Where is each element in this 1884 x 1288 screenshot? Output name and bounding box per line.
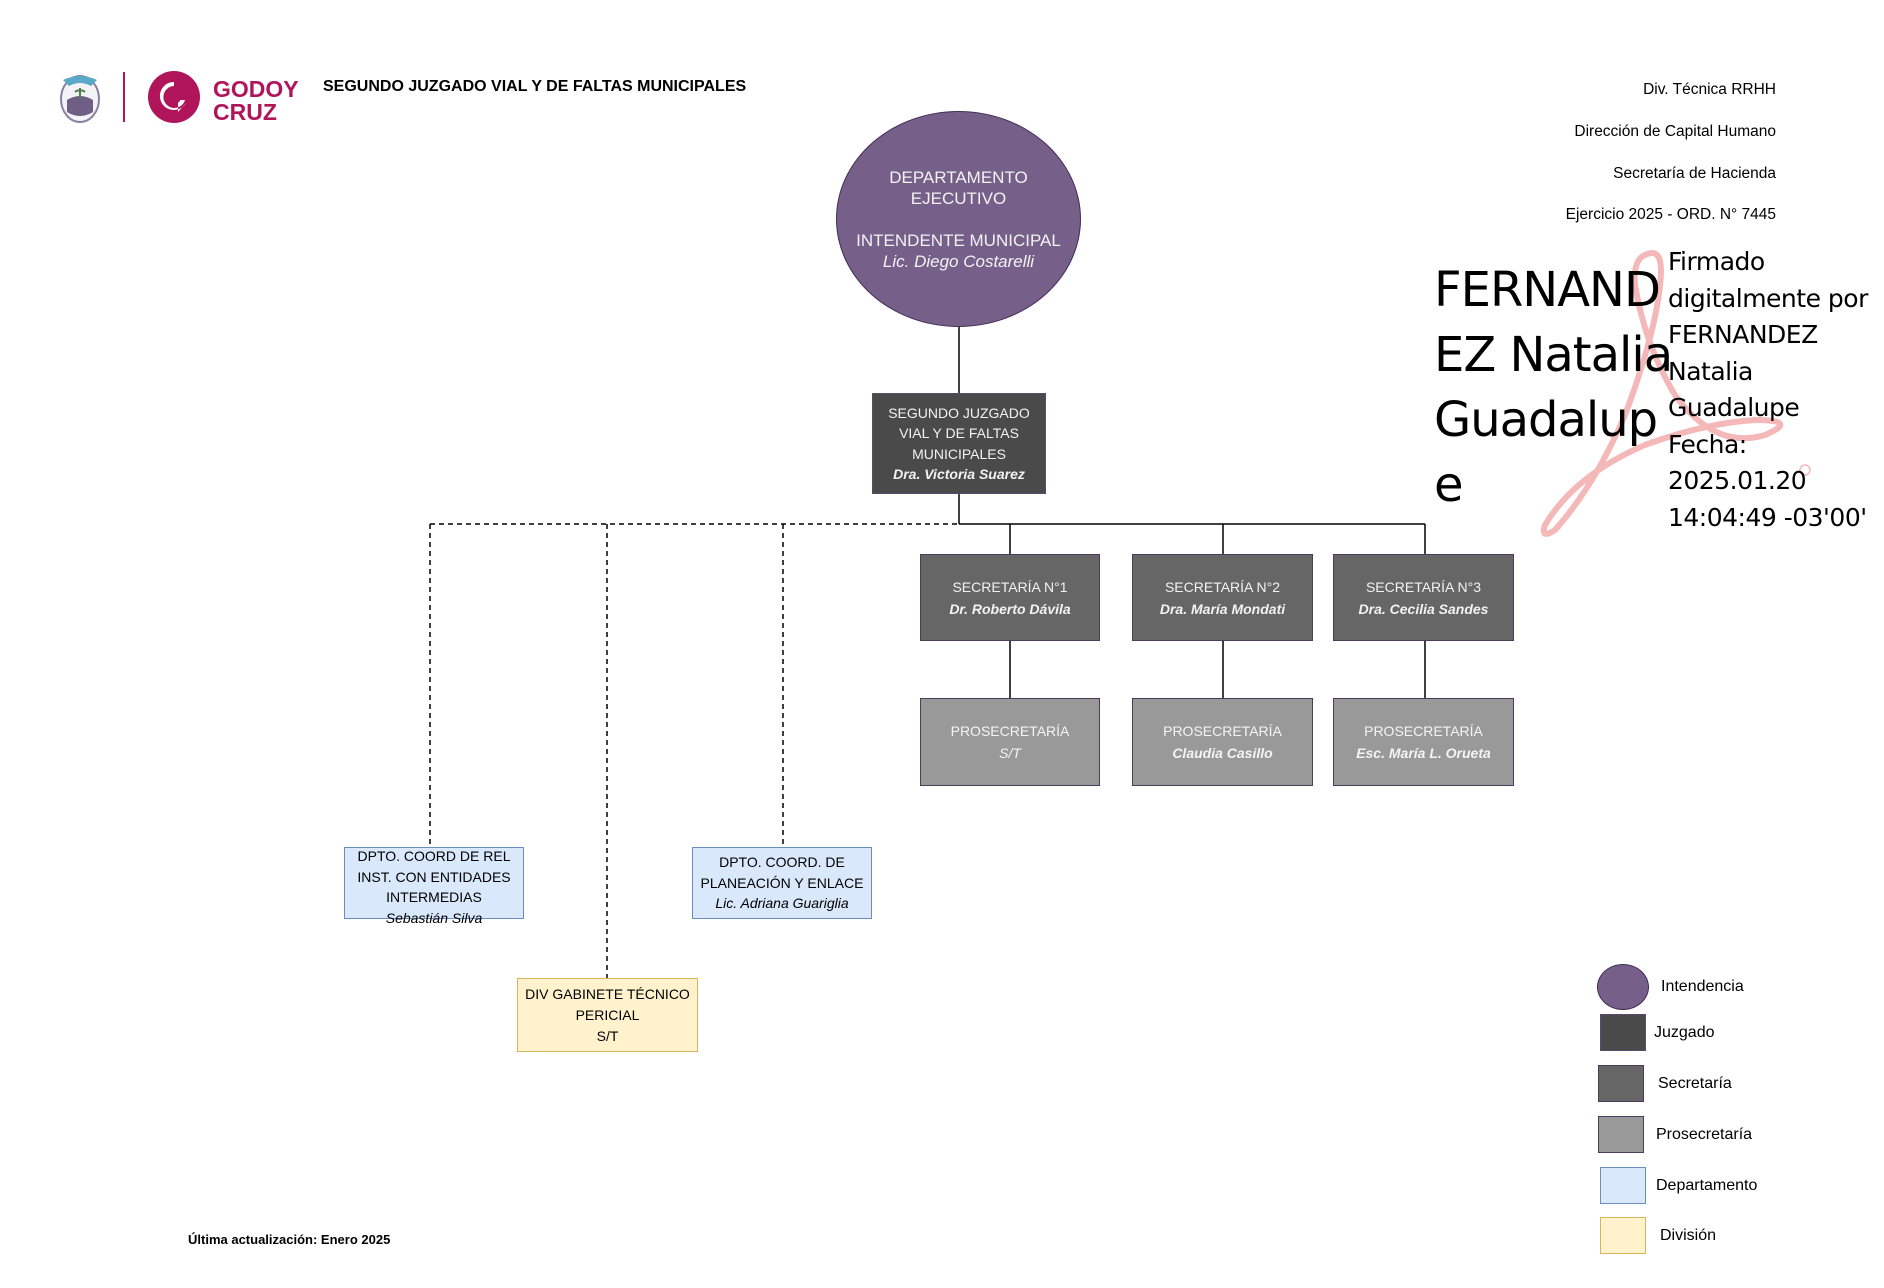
node-division-name: S/T bbox=[596, 1027, 619, 1044]
node-juzgado-line2: VIAL Y DE FALTAS bbox=[899, 425, 1019, 441]
legend-label: División bbox=[1660, 1226, 1717, 1244]
node-intendencia: DEPARTAMENTO EJECUTIVO INTENDENTE MUNICI… bbox=[836, 111, 1081, 327]
legend-label: Prosecretaría bbox=[1656, 1125, 1753, 1143]
legend-label: Departamento bbox=[1656, 1176, 1758, 1194]
node-departamento-line: DPTO. COORD. DE bbox=[719, 854, 845, 871]
signature-big-line: e bbox=[1434, 457, 1464, 513]
header-ejercicio: Ejercicio 2025 - ORD. N° 7445 bbox=[1565, 206, 1776, 223]
header-div-tecnica: Div. Técnica RRHH bbox=[1643, 81, 1776, 98]
signature-big-line: Guadalup bbox=[1434, 392, 1658, 448]
node-departamento-line: INST. CON ENTIDADES bbox=[357, 868, 511, 885]
node-secretaria-name: Dra. María Mondati bbox=[1159, 600, 1286, 617]
legend-item-secretaria: Secretaría bbox=[1598, 1065, 1732, 1102]
node-secretaria-name: Dr. Roberto Dávila bbox=[949, 600, 1071, 617]
node-prosecretaria-1: PROSECRETARÍA S/T bbox=[920, 698, 1100, 786]
logo-divider bbox=[123, 72, 125, 122]
brand-name-line1: GODOY bbox=[213, 76, 299, 102]
node-intendencia-line3: INTENDENTE MUNICIPAL bbox=[856, 230, 1061, 250]
node-intendencia-line1: DEPARTAMENTO bbox=[889, 167, 1028, 187]
node-secretaria-3: SECRETARÍA N°3 Dra. Cecilia Sandes bbox=[1333, 554, 1514, 641]
brand-name-line2: CRUZ bbox=[213, 99, 277, 125]
signature-detail-line: 2025.01.20 bbox=[1668, 466, 1807, 495]
legend-item-departamento: Departamento bbox=[1600, 1167, 1757, 1204]
node-division-line: PERICIAL bbox=[575, 1006, 640, 1023]
node-division: DIV GABINETE TÉCNICO PERICIAL S/T bbox=[517, 978, 698, 1052]
legend-item-juzgado: Juzgado bbox=[1600, 1014, 1715, 1051]
node-secretaria-2: SECRETARÍA N°2 Dra. María Mondati bbox=[1132, 554, 1313, 641]
node-prosecretaria-name: Claudia Casillo bbox=[1172, 745, 1273, 761]
node-prosecretaria-title: PROSECRETARÍA bbox=[950, 723, 1070, 739]
page-title: SEGUNDO JUZGADO VIAL Y DE FALTAS MUNICIP… bbox=[323, 78, 747, 95]
signature-detail-line: 14:04:49 -03'00' bbox=[1668, 502, 1867, 532]
node-prosecretaria-title: PROSECRETARÍA bbox=[1364, 723, 1483, 739]
legend-label: Juzgado bbox=[1654, 1023, 1715, 1041]
legend-label: Intendencia bbox=[1661, 978, 1744, 995]
node-juzgado: SEGUNDO JUZGADO VIAL Y DE FALTAS MUNICIP… bbox=[872, 393, 1046, 494]
node-prosecretaria-3: PROSECRETARÍA Esc. María L. Orueta bbox=[1333, 698, 1514, 786]
node-departamento-line: DPTO. COORD DE REL bbox=[357, 848, 511, 864]
municipal-shield-icon bbox=[57, 70, 103, 125]
legend-swatch-secretaria-icon bbox=[1598, 1065, 1644, 1102]
legend-item-prosecretaria: Prosecretaría bbox=[1598, 1116, 1752, 1153]
brand-name: GODOY CRUZ bbox=[213, 78, 299, 124]
signature-big-line: FERNAND bbox=[1434, 262, 1661, 318]
last-update-note: Última actualización: Enero 2025 bbox=[188, 1232, 391, 1247]
node-departamento-line: PLANEACIÓN Y ENLACE bbox=[700, 874, 864, 891]
node-secretaria-title: SECRETARÍA N°3 bbox=[1365, 578, 1482, 595]
signature-detail-line: Natalia bbox=[1668, 356, 1753, 386]
legend-label: Secretaría bbox=[1658, 1074, 1732, 1092]
node-departamento-2: DPTO. COORD. DE PLANEACIÓN Y ENLACE Lic.… bbox=[692, 847, 872, 919]
node-departamento-name: Lic. Adriana Guariglia bbox=[715, 895, 849, 912]
node-departamento-name: Sebastián Silva bbox=[385, 909, 483, 926]
header-secretaria: Secretaría de Hacienda bbox=[1613, 165, 1776, 182]
legend-swatch-prosecretaria-icon bbox=[1598, 1116, 1644, 1153]
signature-detail-line: digitalmente por bbox=[1668, 283, 1868, 313]
signature-detail-line: Fecha: bbox=[1668, 429, 1747, 459]
node-intendencia-line2: EJECUTIVO bbox=[910, 188, 1007, 208]
node-intendencia-name: Lic. Diego Costarelli bbox=[882, 251, 1035, 271]
legend-swatch-departamento-icon bbox=[1600, 1167, 1646, 1204]
node-secretaria-name: Dra. Cecilia Sandes bbox=[1358, 600, 1489, 617]
signature-detail-line: FERNANDEZ bbox=[1668, 320, 1818, 349]
signature-watermark-icon bbox=[1515, 245, 1815, 545]
node-prosecretaria-title: PROSECRETARÍA bbox=[1163, 723, 1282, 739]
node-prosecretaria-2: PROSECRETARÍA Claudia Casillo bbox=[1132, 698, 1313, 786]
signature-big-line: EZ Natalia bbox=[1434, 327, 1673, 383]
node-secretaria-title: SECRETARÍA N°2 bbox=[1164, 578, 1281, 595]
legend-item-intendencia: Intendencia bbox=[1597, 964, 1744, 1010]
legend-swatch-ellipse-icon bbox=[1597, 964, 1649, 1010]
godoy-cruz-logo-icon bbox=[148, 70, 200, 124]
node-secretaria-title: SECRETARÍA N°1 bbox=[952, 578, 1068, 595]
node-prosecretaria-name: S/T bbox=[999, 745, 1021, 761]
signature-detail-line: Guadalupe bbox=[1668, 393, 1800, 422]
legend-swatch-juzgado-icon bbox=[1600, 1014, 1646, 1051]
legend-swatch-division-icon bbox=[1600, 1217, 1646, 1254]
signature-detail-line: Firmado bbox=[1668, 247, 1765, 276]
node-prosecretaria-name: Esc. María L. Orueta bbox=[1356, 745, 1491, 761]
node-division-line: DIV GABINETE TÉCNICO bbox=[525, 985, 690, 1002]
node-secretaria-1: SECRETARÍA N°1 Dr. Roberto Dávila bbox=[920, 554, 1100, 641]
node-departamento-line: INTERMEDIAS bbox=[386, 889, 482, 905]
node-juzgado-name: Dra. Victoria Suarez bbox=[893, 466, 1025, 482]
legend-item-division: División bbox=[1600, 1217, 1716, 1254]
node-juzgado-line1: SEGUNDO JUZGADO bbox=[888, 404, 1030, 421]
node-departamento-1: DPTO. COORD DE REL INST. CON ENTIDADES I… bbox=[344, 847, 524, 926]
node-juzgado-line3: MUNICIPALES bbox=[912, 445, 1006, 462]
header-direccion: Dirección de Capital Humano bbox=[1574, 123, 1776, 140]
